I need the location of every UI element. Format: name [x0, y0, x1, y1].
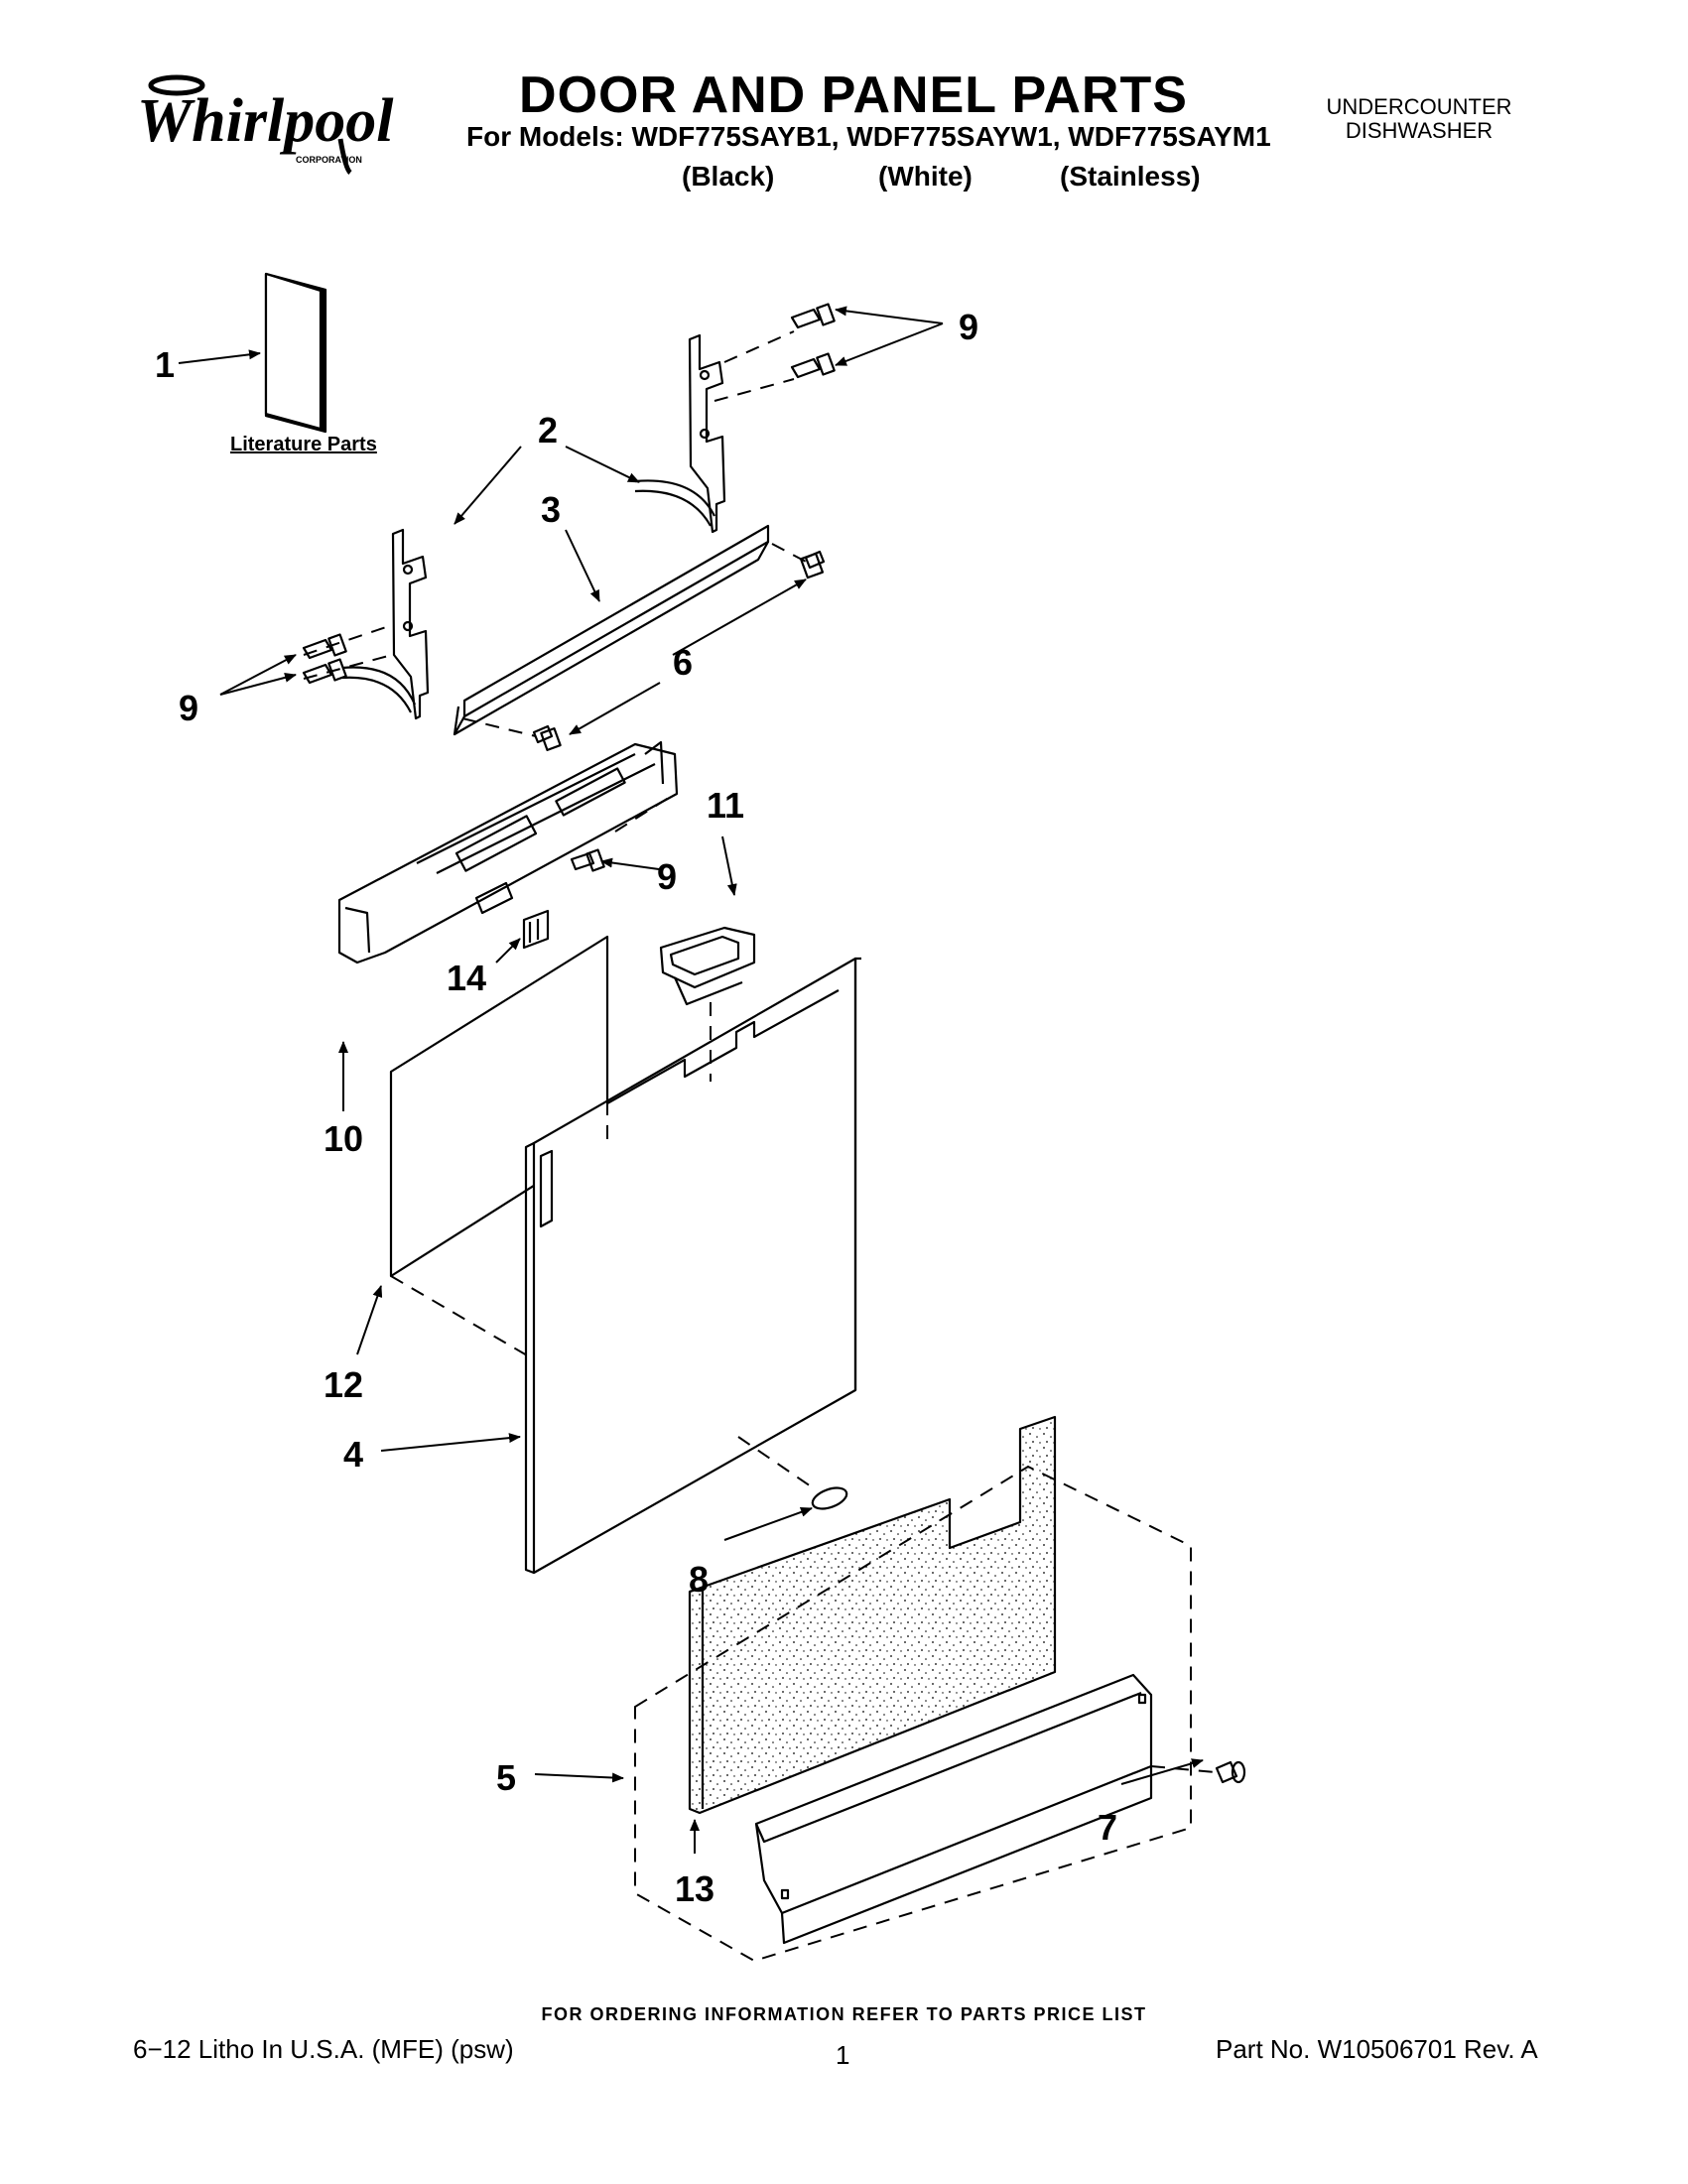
callout-3: 3 [541, 489, 561, 530]
callout-8: 8 [689, 1559, 709, 1600]
part-2-hinge-bracket-right [634, 333, 726, 534]
whirlpool-logo: Whirlpool CORPORATION [137, 74, 394, 175]
callout-14: 14 [447, 958, 486, 998]
callout-9-mid: 9 [657, 856, 677, 897]
product-type: UNDERCOUNTER DISHWASHER [1280, 95, 1558, 143]
models-line: For Models: WDF775SAYB1, WDF775SAYW1, WD… [466, 121, 1271, 152]
screw-6b [532, 724, 562, 751]
callout-6: 6 [673, 642, 693, 683]
variant-stainless: (Stainless) [1060, 161, 1201, 192]
part-11-handle [659, 926, 756, 1006]
brand-subtitle: CORPORATION [296, 155, 362, 165]
screw-9e [570, 848, 605, 872]
callout-13: 13 [675, 1868, 714, 1909]
screw-9b [790, 352, 836, 379]
product-type-line1: UNDERCOUNTER [1326, 94, 1512, 119]
ordering-info: FOR ORDERING INFORMATION REFER TO PARTS … [541, 2004, 1147, 2024]
callout-1: 1 [155, 344, 175, 385]
variant-black: (Black) [682, 161, 775, 192]
part-10-control-module [337, 740, 679, 964]
screw-6a [799, 550, 826, 579]
page-number: 1 [836, 2040, 850, 2070]
litho-info: 6−12 Litho In U.S.A. (MFE) (psw) [133, 2034, 514, 2064]
callout-10: 10 [324, 1118, 363, 1159]
brand-wordmark: Whirlpool [137, 87, 394, 155]
callout-2: 2 [538, 410, 558, 450]
variant-white: (White) [878, 161, 973, 192]
product-type-line2: DISHWASHER [1345, 118, 1493, 143]
screw-7 [1215, 1760, 1246, 1784]
callout-4: 4 [343, 1434, 363, 1475]
callout-5: 5 [496, 1757, 516, 1798]
part-13-insulation [688, 1415, 1057, 1815]
part-2-hinge-bracket-left [341, 528, 430, 720]
callout-9-left: 9 [179, 688, 198, 728]
callouts: 1 2 3 9 9 6 9 11 14 10 12 4 8 5 7 13 Lit… [155, 307, 1117, 1909]
callout-7: 7 [1098, 1807, 1117, 1848]
part-1-literature [264, 272, 327, 434]
callout-11: 11 [707, 785, 744, 826]
screw-9c [302, 633, 347, 660]
part-14-latch [522, 909, 550, 950]
callout-9-top: 9 [959, 307, 978, 347]
screw-9d [302, 658, 347, 685]
callout-12: 12 [324, 1364, 363, 1405]
part-number: Part No. W10506701 Rev. A [1216, 2034, 1538, 2064]
part-3-top-channel [453, 524, 770, 736]
screw-9a [790, 303, 836, 329]
literature-parts-label: Literature Parts [230, 434, 377, 455]
part-8-plug [811, 1486, 848, 1510]
part-4-outer-door-panel [524, 957, 861, 1575]
page-title: DOOR AND PANEL PARTS [519, 66, 1188, 124]
